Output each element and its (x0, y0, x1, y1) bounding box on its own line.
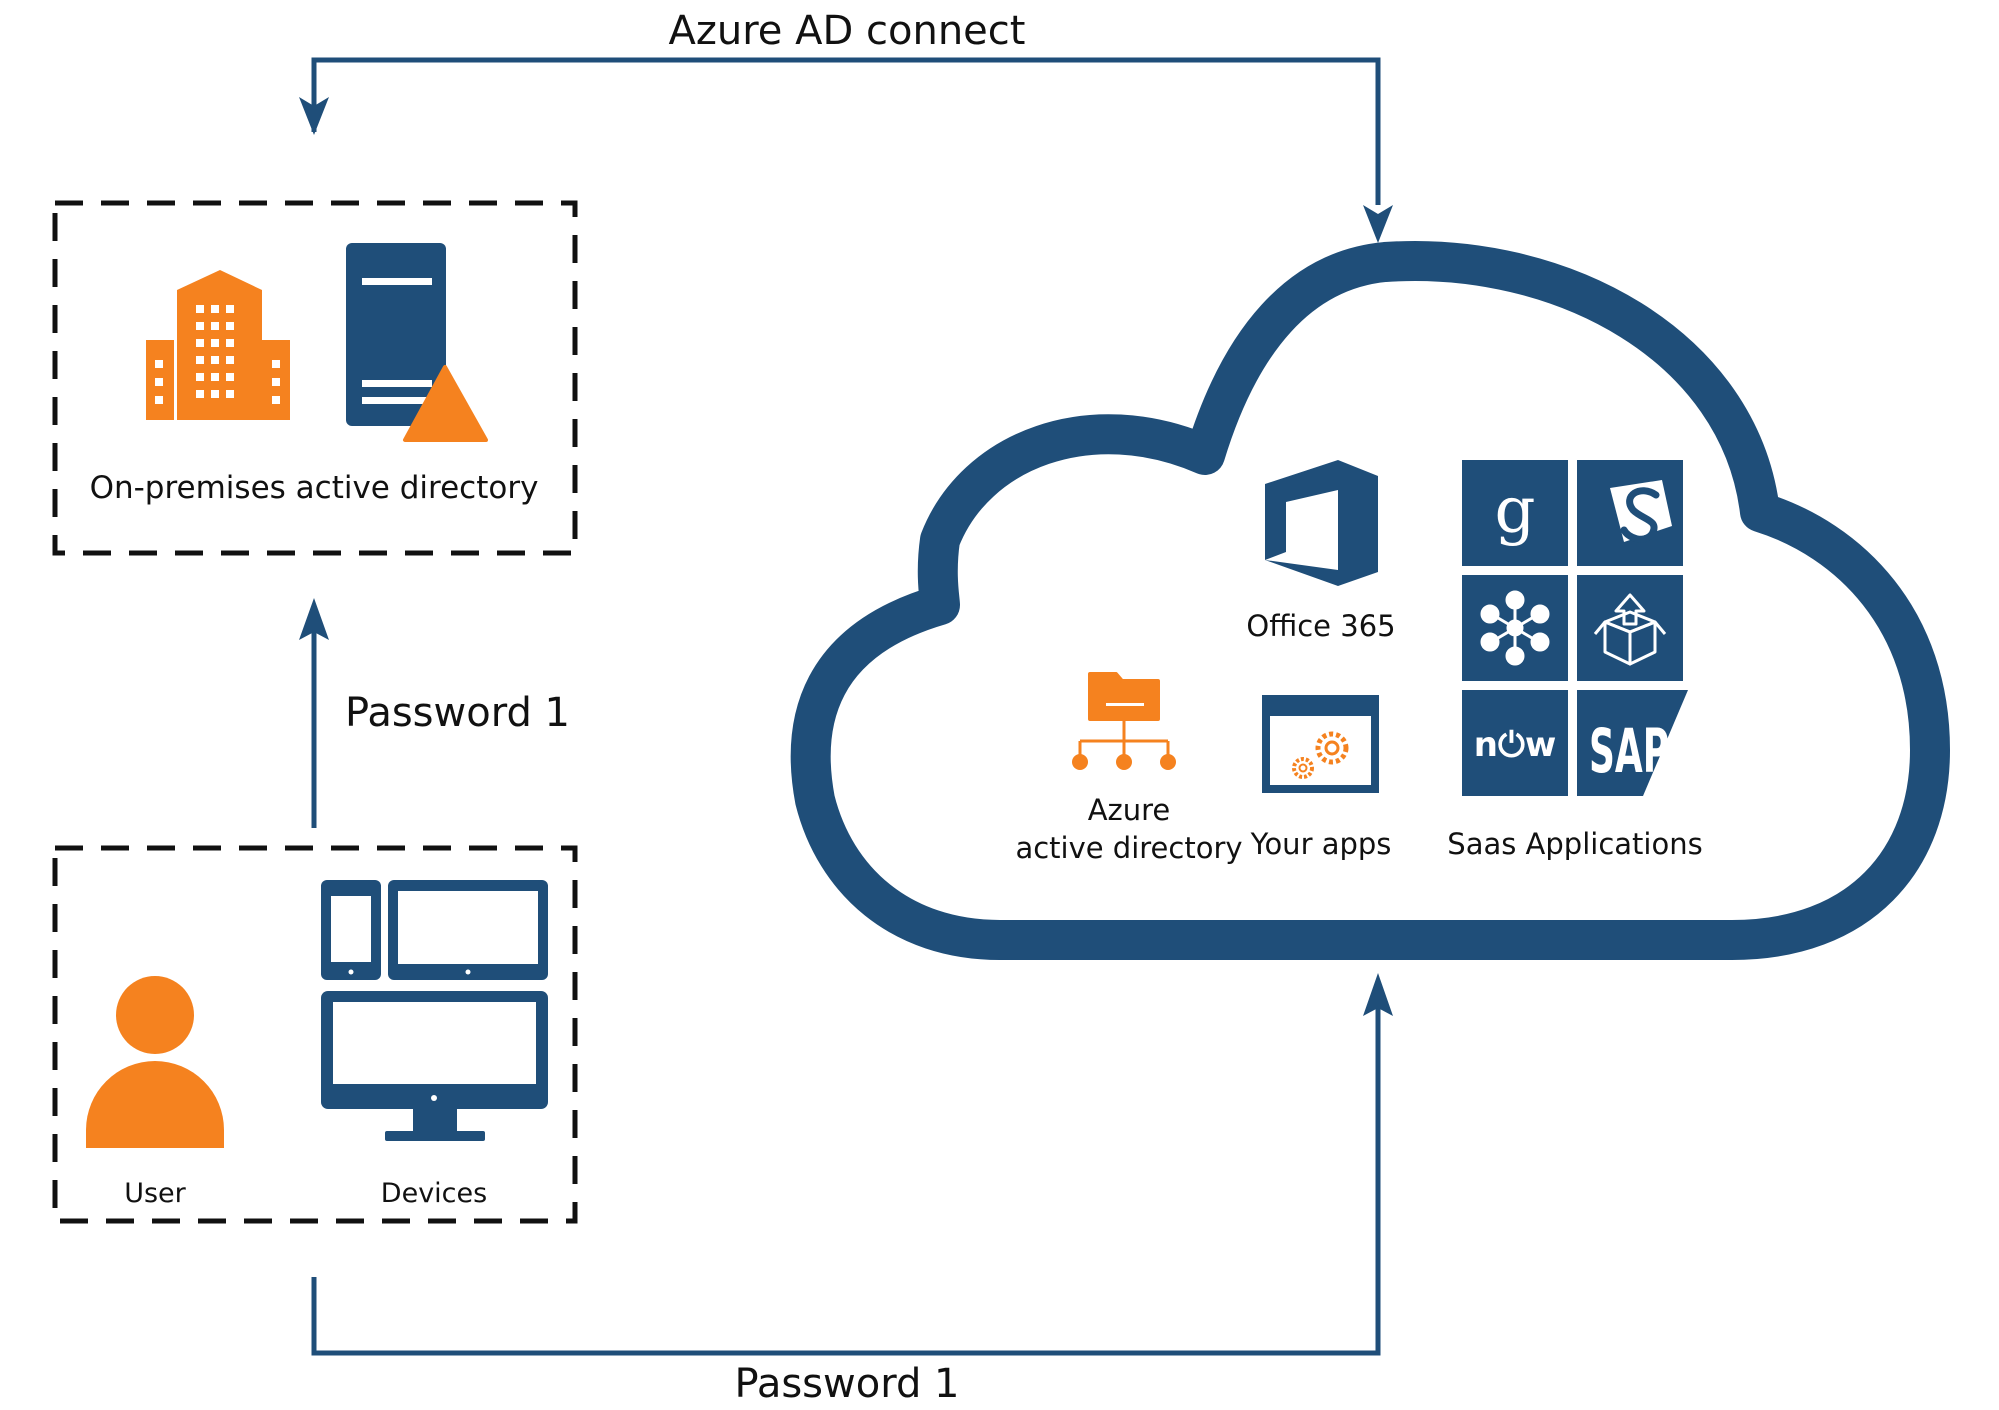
arrowhead-down-onprem (299, 97, 329, 135)
onprem-label: On-premises active directory (90, 470, 539, 506)
user-devices-box (52, 845, 578, 1224)
left-password-connector (299, 598, 329, 828)
google-tile-icon: g (1462, 460, 1568, 566)
arrowhead-up-cloud (1363, 973, 1393, 1016)
scribd-tile-icon (1577, 460, 1683, 566)
servicenow-tile-glyph: n⏻w (1474, 725, 1557, 765)
office-building-icon (146, 270, 290, 420)
bottom-password-label: Password 1 (735, 1361, 960, 1407)
azure-ad-label-line2: active directory (1015, 831, 1242, 865)
office365-label: Office 365 (1246, 609, 1395, 643)
left-password-label: Password 1 (345, 690, 570, 736)
devices-icon (321, 880, 548, 1141)
warning-triangle-icon (403, 365, 488, 442)
user-label: User (124, 1178, 186, 1209)
tablet-icon (388, 880, 548, 980)
cloud-icon (790, 241, 1950, 960)
servicenow-tile-icon: n⏻w (1462, 690, 1568, 796)
azure-ad-connect-connector (299, 57, 1393, 243)
bottom-password-connector (311, 973, 1393, 1356)
folder-hierarchy-icon (1072, 672, 1176, 770)
your-apps-label: Your apps (1250, 827, 1392, 861)
saas-applications-label: Saas Applications (1447, 827, 1702, 861)
sap-tile-icon: SAP (1577, 690, 1688, 796)
office365-icon (1265, 460, 1378, 586)
saas-tiles-grid: g (1462, 460, 1688, 796)
arrowhead-down-cloud (1363, 205, 1393, 243)
arrowhead-up-onprem (299, 598, 329, 640)
monitor-icon (321, 991, 548, 1141)
user-icon (86, 976, 224, 1148)
azure-ad-connect-label: Azure AD connect (669, 8, 1026, 54)
box-upload-tile-icon (1577, 575, 1683, 681)
app-window-gears-icon (1262, 695, 1379, 793)
azure-ad-label-line1: Azure (1088, 793, 1171, 827)
devices-label: Devices (381, 1178, 487, 1209)
onprem-box (52, 200, 578, 556)
sap-tile-glyph: SAP (1589, 716, 1669, 787)
molecule-tile-icon (1462, 575, 1568, 681)
google-tile-glyph: g (1495, 474, 1536, 548)
server-icon (346, 243, 446, 426)
phone-icon (321, 880, 381, 980)
